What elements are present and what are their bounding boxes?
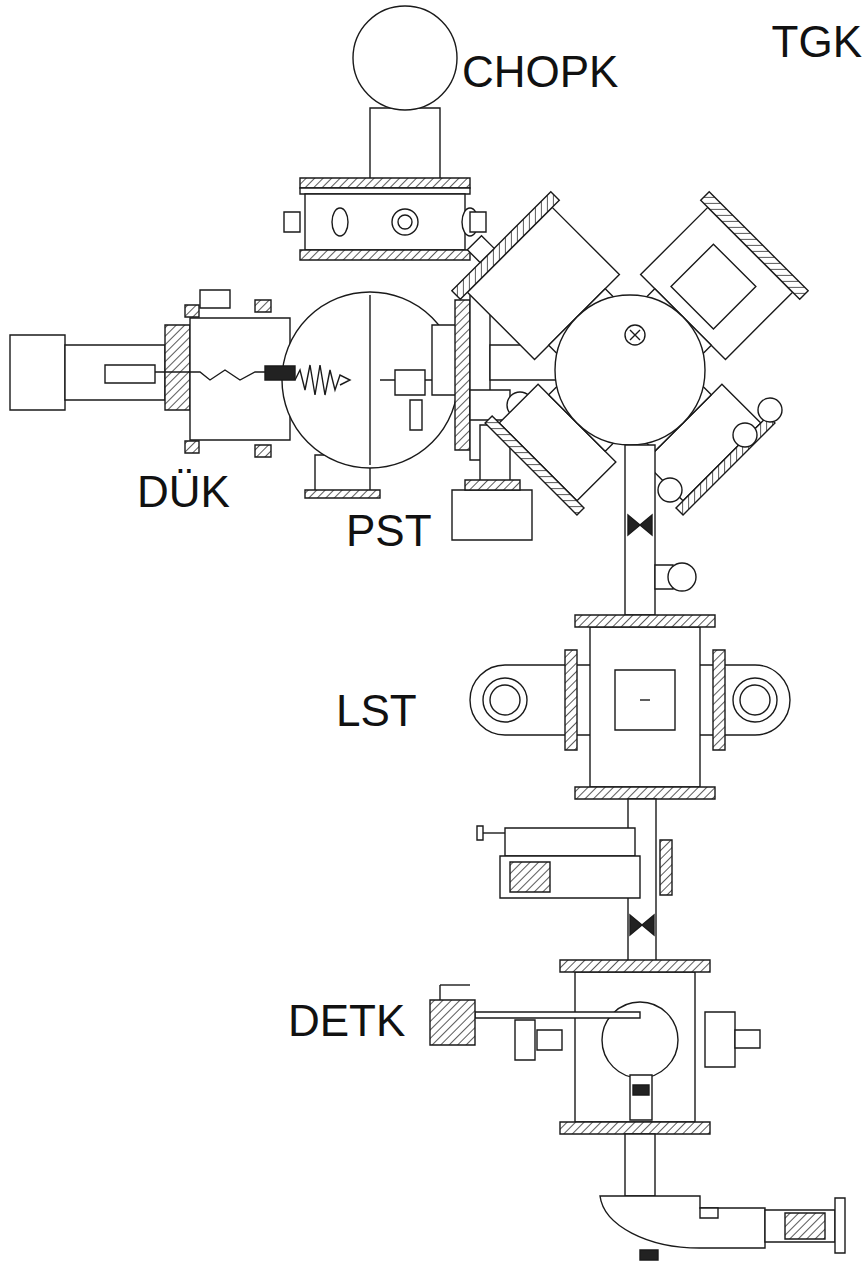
part-label: CHOPK [462, 50, 618, 94]
part-label: DÜK [137, 470, 230, 514]
part-label: PST [346, 509, 432, 553]
part-label: TGK [772, 20, 862, 64]
part-label: LST [336, 689, 417, 733]
part-label: DETK [288, 999, 405, 1043]
